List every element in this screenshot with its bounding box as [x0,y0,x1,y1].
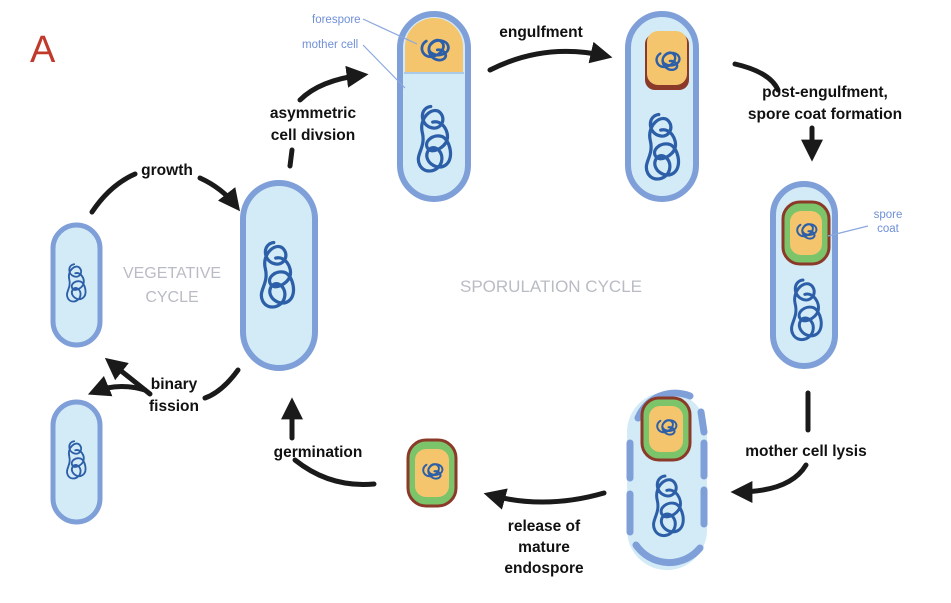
label-release-1: release of [508,518,581,535]
annotation-spore-coat-1: spore [874,209,903,221]
vegetative-label-line2: CYCLE [145,289,198,306]
vegetative-cycle-label: VEGETATIVE CYCLE [123,265,221,306]
engulfment-cell [625,11,699,202]
forespore-compartment [405,18,463,72]
annotation-leaders [362,18,869,237]
asymmetric-division-cell [397,11,471,202]
arrow-growth [89,171,138,215]
label-growth: growth [141,162,193,179]
small-vegetative-cell-top [50,222,103,348]
engulfed-forespore [647,31,687,85]
arrow-to-asymmetric [287,147,295,169]
sporulation-cycle-label: SPORULATION CYCLE [460,277,642,296]
arrow-post-engulfment [732,61,781,93]
label-binary-2: fission [149,398,199,415]
label-germination: germination [274,444,363,461]
label-engulfment: engulfment [499,24,583,41]
arrow-release [483,488,607,510]
annotation-forespore: forespore [312,14,361,26]
large-vegetative-cell [240,180,318,371]
arrow-fission-to-bottom [87,375,148,397]
small-vegetative-cell-bottom [50,399,103,525]
annotation-spore-coat-2: coat [877,223,900,235]
panel-label: A [30,29,56,71]
spore-coat-cell [770,181,838,369]
vegetative-label-line1: VEGETATIVE [123,265,221,282]
lysing-mother-cell [626,389,708,570]
arrow-fission [202,367,241,401]
arrow-growth-head [197,175,241,212]
label-asymmetric-2: cell divsion [271,127,355,144]
mature-endospore [406,438,458,508]
annotations: forespore mother cell spore coat [302,14,902,235]
arrow-asymmetric-up [297,65,369,103]
label-asymmetric-1: asymmetric [270,105,357,122]
arrow-lysis-curve [730,462,809,503]
step-labels: growth asymmetric cell divsion engulfmen… [141,24,902,577]
label-release-3: endospore [504,560,584,577]
label-binary-1: binary [151,376,198,393]
annotation-mother-cell: mother cell [302,39,358,51]
arrow-engulfment [487,41,613,73]
cycle-arrows [87,41,824,510]
label-post-engulfment-2: spore coat formation [748,106,902,123]
label-release-2: mature [518,539,570,556]
label-lysis: mother cell lysis [745,443,866,460]
arrow-germination [292,457,377,487]
label-post-engulfment-1: post-engulfment, [762,84,888,101]
